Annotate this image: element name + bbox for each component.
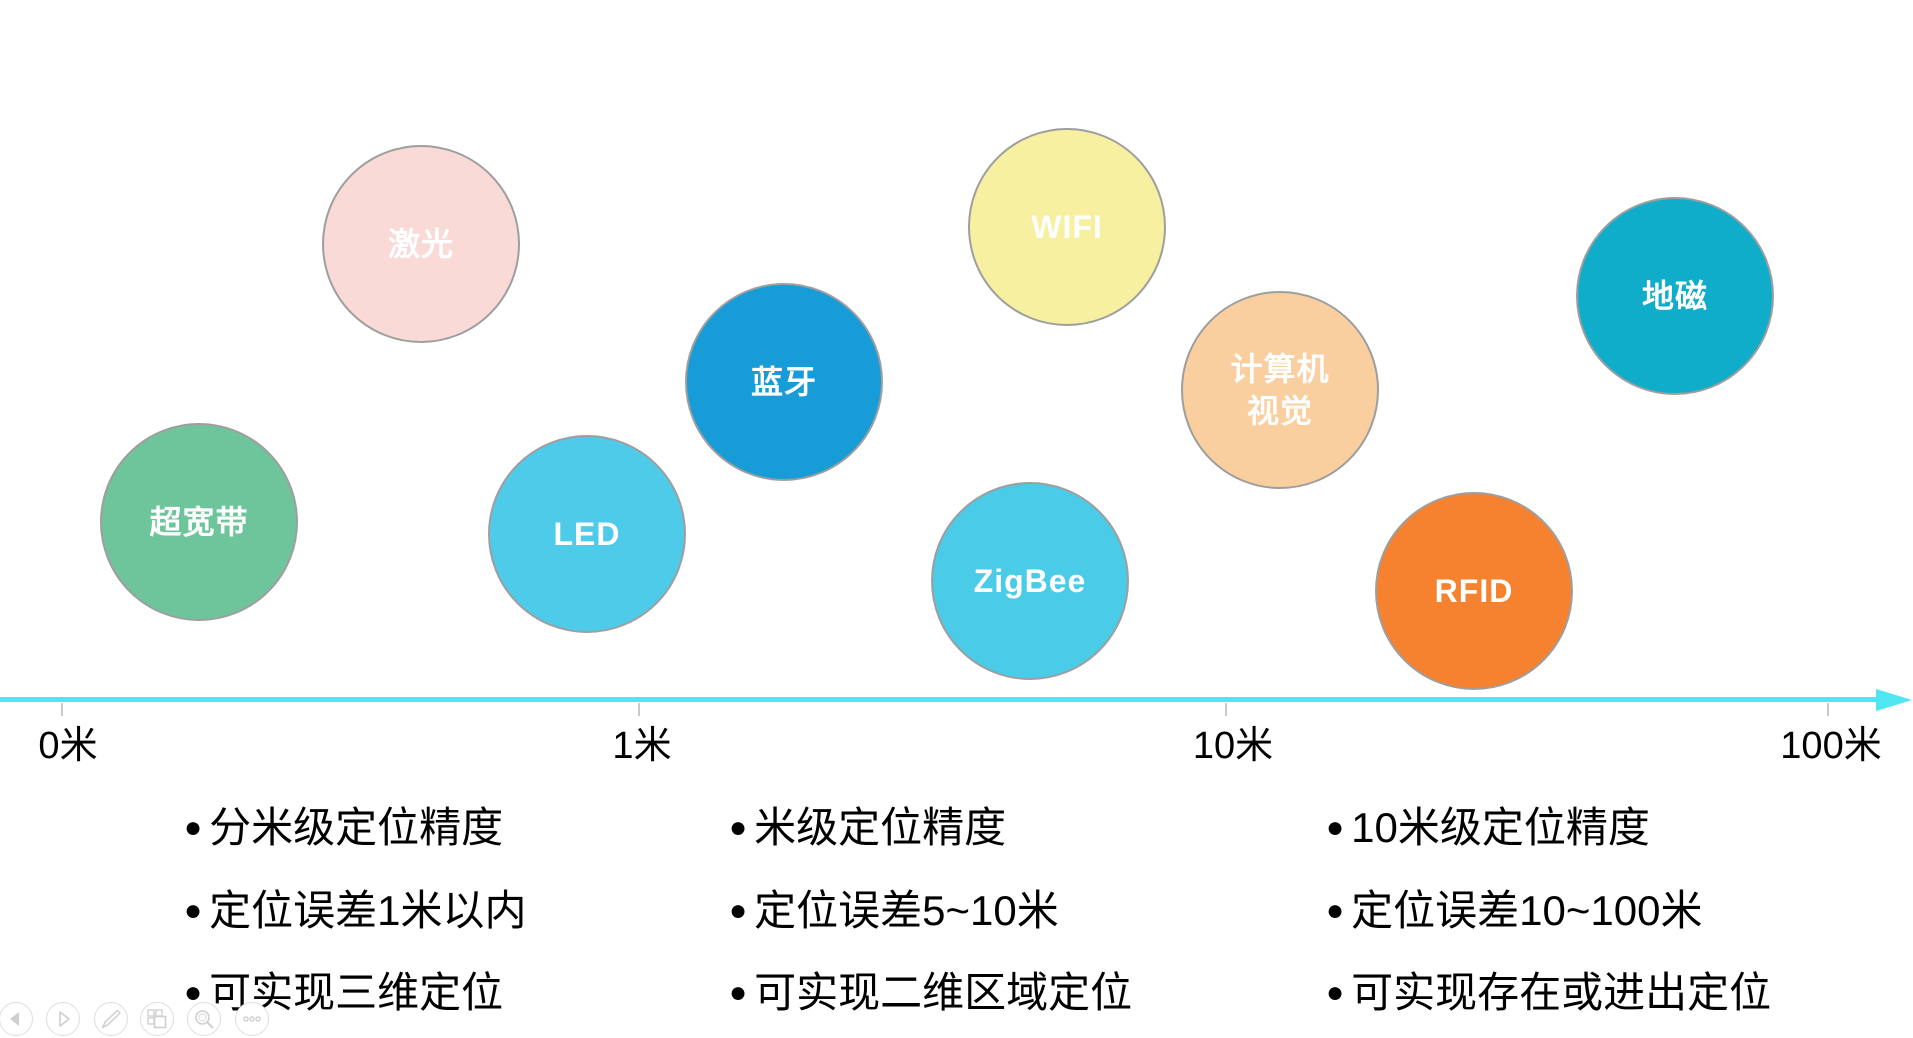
- note-item: ● 可实现二维区域定位: [729, 969, 1133, 1016]
- axis-tick-0m: [61, 703, 63, 716]
- bubble-geomagnetic-label: 地磁: [1641, 277, 1708, 314]
- bubble-geomagnetic: 地磁: [1576, 197, 1774, 395]
- next-slide-button[interactable]: [46, 1002, 80, 1036]
- bubble-led: LED: [488, 435, 686, 633]
- bubble-uwb: 超宽带: [100, 423, 298, 621]
- axis-label-0m: 0米: [38, 725, 98, 767]
- bubble-computer-vision-label: 计算机 视觉: [1230, 350, 1330, 429]
- bubble-led-label: LED: [553, 515, 621, 552]
- axis-label-100m: 100米: [1780, 725, 1882, 767]
- pen-icon: [101, 1009, 121, 1029]
- bubble-computer-vision: 计算机 视觉: [1181, 291, 1379, 489]
- previous-slide-button[interactable]: [0, 1002, 33, 1036]
- bullet-icon: ●: [184, 976, 203, 1009]
- note-item: ● 10米级定位精度: [1326, 804, 1650, 851]
- slide-panel-button[interactable]: [140, 1002, 174, 1036]
- axis-label-1m: 1米: [612, 725, 672, 767]
- bubble-wifi-label: WIFI: [1031, 208, 1103, 245]
- note-item: ● 可实现存在或进出定位: [1326, 969, 1772, 1016]
- note-item: ● 定位误差1米以内: [184, 887, 527, 934]
- bullet-icon: ●: [1326, 976, 1345, 1009]
- bullet-icon: ●: [184, 811, 203, 844]
- bullet-icon: ●: [729, 976, 748, 1009]
- bubble-rfid: RFID: [1375, 492, 1573, 690]
- slide-panel-icon: [147, 1009, 167, 1029]
- axis-tick-10m: [1225, 703, 1227, 716]
- bubble-uwb-label: 超宽带: [149, 503, 249, 540]
- axis-label-10m: 10米: [1192, 725, 1274, 767]
- bubble-laser-label: 激光: [387, 225, 454, 262]
- axis-tick-1m: [638, 703, 640, 716]
- pen-button[interactable]: [94, 1002, 128, 1036]
- bullet-icon: ●: [1326, 811, 1345, 844]
- note-item: ● 分米级定位精度: [184, 804, 504, 851]
- bullet-icon: ●: [729, 894, 748, 927]
- bubble-zigbee: ZigBee: [931, 482, 1129, 680]
- magnifier-icon: [195, 1010, 214, 1029]
- note-item: ● 可实现三维定位: [184, 969, 504, 1016]
- next-icon: [59, 1011, 70, 1027]
- bubble-rfid-label: RFID: [1434, 572, 1514, 609]
- note-item: ● 定位误差10~100米: [1326, 887, 1703, 934]
- ellipsis-icon: [243, 1016, 261, 1022]
- bubble-bluetooth: 蓝牙: [685, 283, 883, 481]
- bubble-laser: 激光: [322, 145, 520, 343]
- bullet-icon: ●: [184, 894, 203, 927]
- bubble-bluetooth-label: 蓝牙: [750, 363, 817, 400]
- axis-line: [0, 697, 1878, 702]
- note-item: ● 定位误差5~10米: [729, 887, 1059, 934]
- bubble-wifi: WIFI: [968, 128, 1166, 326]
- axis-arrowhead-icon: [1876, 689, 1912, 711]
- previous-icon: [10, 1012, 19, 1026]
- bullet-icon: ●: [1326, 894, 1345, 927]
- bullet-icon: ●: [729, 811, 748, 844]
- more-button[interactable]: [235, 1002, 269, 1036]
- axis-tick-100m: [1827, 703, 1829, 716]
- bubble-zigbee-label: ZigBee: [973, 562, 1087, 599]
- note-item: ● 米级定位精度: [729, 804, 1007, 851]
- zoom-button[interactable]: [187, 1002, 221, 1036]
